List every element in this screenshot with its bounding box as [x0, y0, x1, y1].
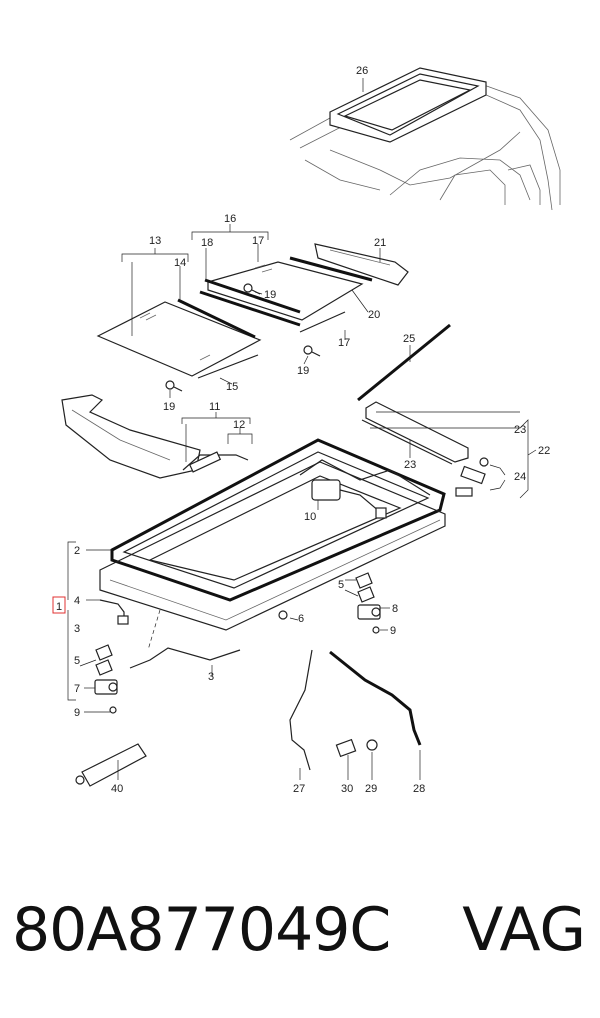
- callout-5a: 5: [74, 655, 80, 667]
- callout-19c: 19: [163, 401, 175, 413]
- callout-29: 29: [365, 783, 377, 795]
- callout-22: 22: [538, 445, 550, 457]
- drive-motor-right: [278, 572, 381, 634]
- callout-9b: 9: [390, 625, 396, 637]
- callout-16: 16: [224, 213, 236, 225]
- callout-1: 1: [56, 601, 62, 613]
- seal-strip-25: [357, 323, 451, 402]
- callout-19b: 19: [297, 365, 309, 377]
- clip-29-30: [335, 738, 378, 758]
- sunshade-trim: [61, 394, 201, 479]
- callout-25: 25: [403, 333, 415, 345]
- callout-7: 7: [74, 683, 80, 695]
- highlight-box: [52, 596, 66, 614]
- callout-4: 4: [74, 595, 80, 607]
- callout-8: 8: [392, 603, 398, 615]
- footer: 80A877049C VAG: [0, 895, 600, 975]
- callout-17b: 17: [338, 337, 350, 349]
- guide-rail: [361, 401, 469, 465]
- drain-hose-28: [329, 650, 422, 746]
- roof-glass-outline: [329, 67, 487, 143]
- control-unit: [311, 479, 387, 519]
- callout-18: 18: [201, 237, 213, 249]
- callout-40: 40: [111, 783, 123, 795]
- callout-19a: 19: [264, 289, 276, 301]
- part-number: 80A877049C: [12, 895, 391, 965]
- wind-deflector: [314, 243, 409, 286]
- sunroof-frame: [99, 438, 446, 631]
- callout-12: 12: [233, 419, 245, 431]
- callout-11: 11: [209, 401, 220, 413]
- callout-28: 28: [413, 783, 425, 795]
- callout-27: 27: [293, 783, 305, 795]
- rear-panel-seals: [199, 256, 373, 333]
- drain-hose-27: [289, 649, 313, 771]
- screw-19: [165, 283, 321, 392]
- callout-30: 30: [341, 783, 353, 795]
- leader-lines: [67, 78, 537, 780]
- adhesive-tube: [75, 743, 147, 787]
- callout-6: 6: [298, 613, 304, 625]
- callout-15: 15: [226, 381, 238, 393]
- callout-24: 24: [514, 471, 526, 483]
- callout-20: 20: [368, 309, 380, 321]
- callout-23a: 23: [514, 424, 526, 436]
- brand-name: VAG: [462, 895, 586, 965]
- callout-5b: 5: [338, 579, 344, 591]
- callout-14: 14: [174, 257, 186, 269]
- callout-9a: 9: [74, 707, 80, 719]
- front-glass-panel: [96, 301, 262, 377]
- callout-3b: 3: [208, 671, 214, 683]
- callout-17a: 17: [252, 235, 264, 247]
- rail-bracket: [455, 457, 489, 497]
- wiring-harness: [99, 599, 241, 669]
- callout-2: 2: [74, 545, 80, 557]
- callout-21: 21: [374, 237, 386, 249]
- callout-23b: 23: [404, 459, 416, 471]
- callout-10: 10: [304, 511, 316, 523]
- front-panel-seal: [177, 298, 259, 379]
- sunroof-exploded-diagram: 26 13 14 16 18 17 21 19 20 17 19 15 19 1…: [52, 65, 561, 795]
- rear-glass-panel: [207, 261, 364, 321]
- callout-13: 13: [149, 235, 161, 247]
- callout-26: 26: [356, 65, 368, 77]
- drive-motor-left: [94, 644, 118, 714]
- drive-cable: [182, 451, 249, 473]
- callout-3a: 3: [74, 623, 80, 635]
